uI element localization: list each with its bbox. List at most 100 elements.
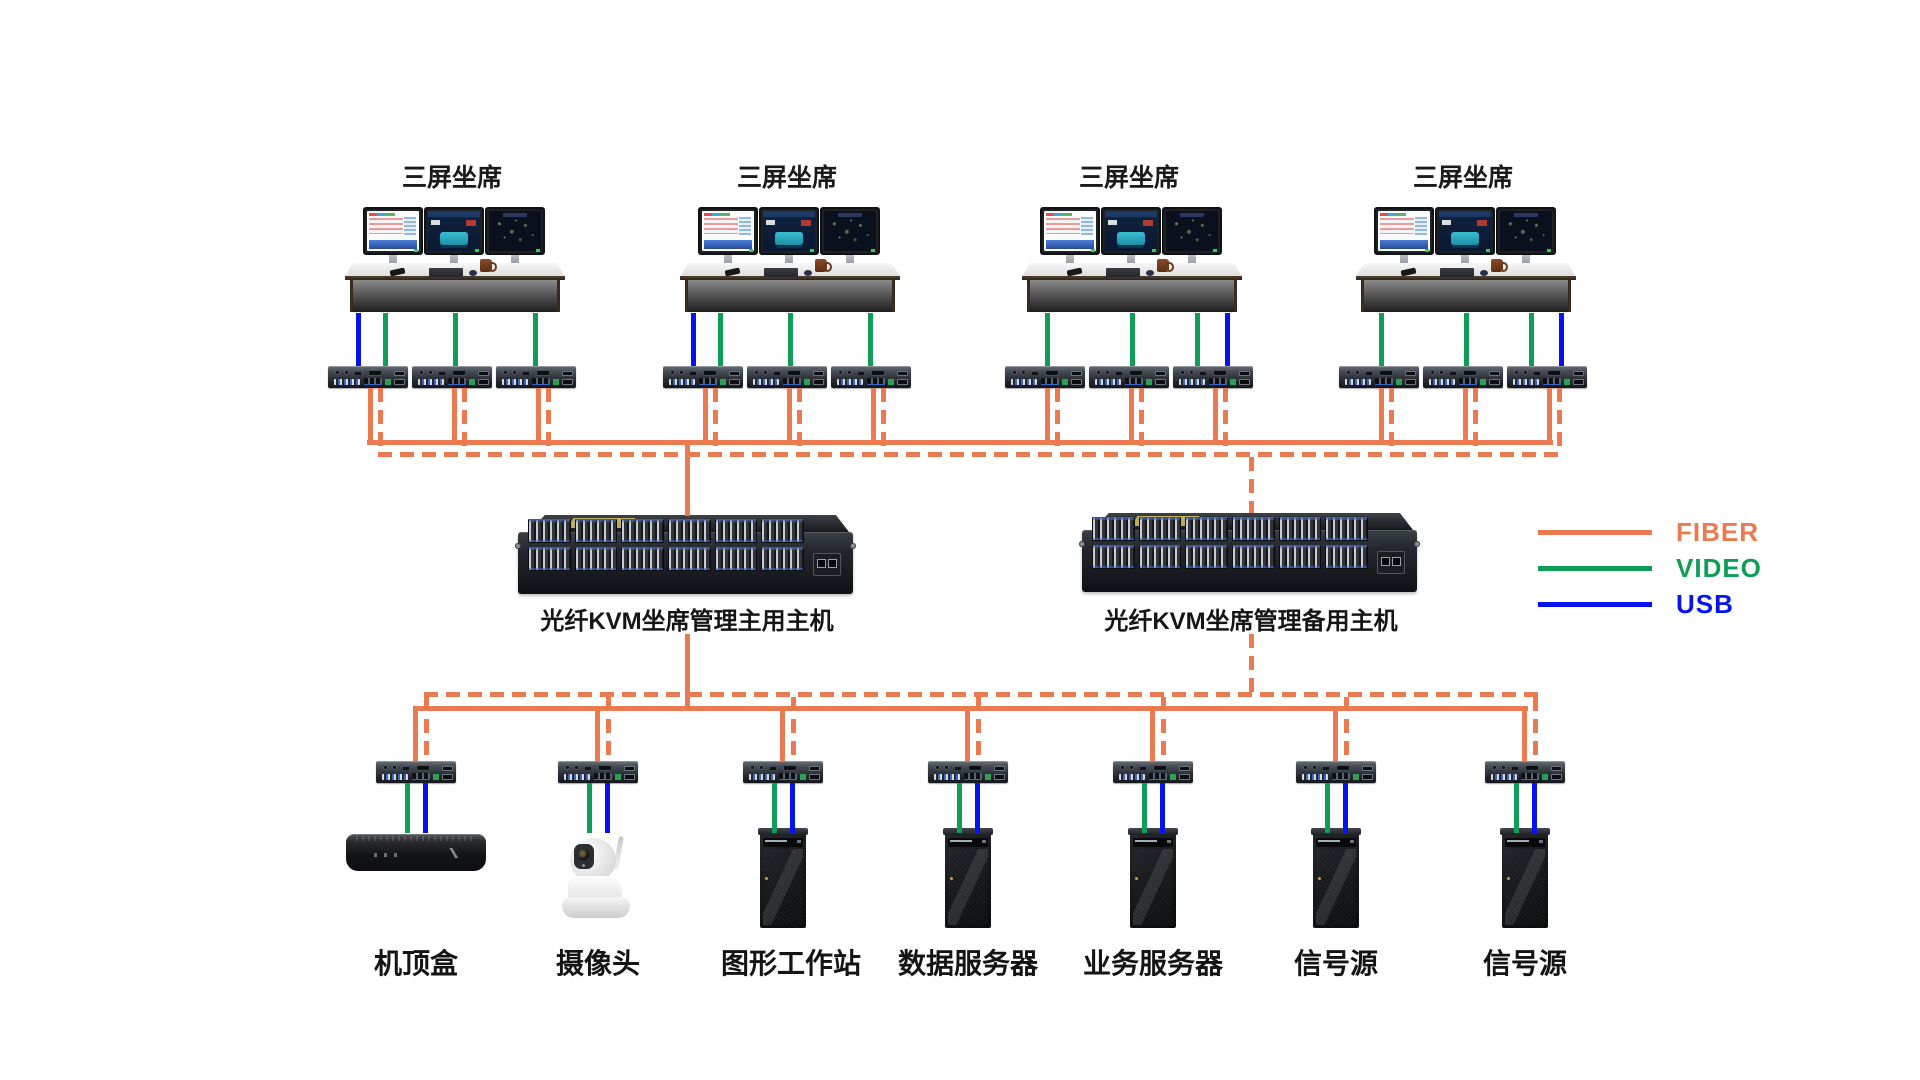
coffee-mug-icon: [1491, 259, 1508, 272]
fiber-bus-solid: [367, 440, 1553, 445]
usb-link: [605, 783, 610, 833]
camera: [556, 835, 640, 918]
fiber-port-cassette-icon: [761, 519, 805, 543]
power-led-icon: [1547, 249, 1551, 252]
monitor-map-icon: [820, 207, 880, 255]
fiber-link-solid: [536, 388, 541, 442]
kvm-receiver-box: [412, 366, 492, 388]
monitor-map-icon: [1496, 207, 1556, 255]
fiber-link-solid: [1129, 388, 1134, 442]
legend-row-usb: USB: [1538, 586, 1734, 622]
monitor-stand: [724, 255, 732, 267]
device-label: 机顶盒: [373, 948, 459, 979]
server-tower: [943, 828, 993, 928]
kvm-receiver-box: [496, 366, 576, 388]
fiber-link-solid: [368, 388, 373, 442]
monitor-stand: [1522, 255, 1530, 267]
fiber-bus-dashed: [378, 452, 1564, 457]
fiber-drop-main: [685, 440, 690, 516]
device-label: 业务服务器: [1082, 948, 1224, 979]
fiber-link-solid: [1463, 388, 1468, 442]
mouse-icon: [1480, 270, 1488, 276]
monitor-stand: [846, 255, 854, 267]
fiber-link-dashed: [1533, 697, 1538, 761]
usb-link: [356, 313, 361, 366]
power-led-icon: [536, 249, 540, 252]
video-link: [788, 313, 793, 366]
device-label: 数据服务器: [897, 948, 1039, 979]
fiber-link-dashed: [1055, 388, 1060, 452]
kvm-transmitter-box: [928, 761, 1008, 783]
kvm-receiver-box: [663, 366, 743, 388]
kvm-switch-main: [515, 515, 856, 599]
monitor-stand: [511, 255, 519, 267]
fiber-link-dashed: [1389, 388, 1394, 452]
kvm-switch-main-label: 光纤KVM坐席管理主用主机: [540, 608, 834, 635]
usb-link: [423, 783, 428, 833]
fiber-line-swatch: [1538, 529, 1652, 535]
video-link: [718, 313, 723, 366]
video-link: [405, 783, 410, 833]
server-tower: [1311, 828, 1361, 928]
keyboard-icon: [764, 268, 798, 277]
server-tower: [1500, 828, 1550, 928]
fiber-link-dashed: [1473, 388, 1478, 452]
monitor-stand: [1400, 255, 1408, 267]
server-tower: [758, 828, 808, 928]
power-led-icon: [414, 249, 418, 252]
fiber-link-dashed: [546, 388, 551, 452]
seat-label: 三屏坐席: [736, 164, 837, 192]
fiber-link-solid: [871, 388, 876, 442]
power-led-icon: [1091, 249, 1095, 252]
kvm-transmitter-box: [1485, 761, 1565, 783]
power-led-icon: [1486, 249, 1490, 252]
monitor-stand: [1188, 255, 1196, 267]
fiber-port-cassette-icon: [1325, 517, 1369, 541]
monitor-stand: [1127, 255, 1135, 267]
power-led-icon: [475, 249, 479, 252]
fiber-link-dashed: [881, 388, 886, 452]
kvm-receiver-box: [747, 366, 827, 388]
fiber-port-cassette-icon: [761, 547, 805, 571]
fiber-link-solid: [1379, 388, 1384, 442]
kvm-receiver-box: [1005, 366, 1085, 388]
monitor-dashboard-icon: [1374, 207, 1434, 255]
kvm-transmitter-box: [376, 761, 456, 783]
kvm-transmitter-box: [743, 761, 823, 783]
monitor-3d-view-icon: [424, 207, 484, 255]
fiber-link-dashed: [424, 697, 429, 761]
video-link: [587, 783, 592, 833]
fiber-link-solid: [452, 388, 457, 442]
video-link: [1464, 313, 1469, 366]
usb-link: [1343, 783, 1348, 833]
monitor-dashboard-icon: [1040, 207, 1100, 255]
desk-edge: [680, 276, 900, 280]
power-led-icon: [749, 249, 753, 252]
video-link: [1379, 313, 1384, 366]
fiber-link-dashed: [1557, 388, 1562, 452]
seat-label: 三屏坐席: [401, 164, 502, 192]
desk-edge: [1356, 276, 1576, 280]
fiber-port-cassette-icon: [528, 547, 571, 571]
fiber-link-dashed: [1139, 388, 1144, 452]
legend-label: FIBER: [1676, 516, 1759, 547]
desk-edge: [1022, 276, 1242, 280]
seat-label: 三屏坐席: [1412, 164, 1513, 192]
fiber-port-cassette-icon: [668, 519, 711, 543]
monitor-3d-view-icon: [1101, 207, 1161, 255]
fiber-port-cassette-icon: [1092, 545, 1135, 569]
usb-link: [1559, 313, 1564, 366]
device-label: 摄像头: [555, 948, 641, 979]
power-led-icon: [871, 249, 875, 252]
ethernet-ports-icon: [813, 553, 841, 576]
video-line-swatch: [1538, 565, 1652, 571]
seat-label: 三屏坐席: [1078, 164, 1179, 192]
kvm-transmitter-box: [558, 761, 638, 783]
video-link: [1045, 313, 1050, 366]
fiber-port-cassette-icon: [1232, 545, 1275, 569]
fiber-link-solid: [1213, 388, 1218, 442]
video-link: [1514, 783, 1519, 833]
fiber-link-dashed: [791, 697, 796, 761]
usb-link: [1160, 783, 1165, 833]
fiber-link-dashed: [976, 697, 981, 761]
